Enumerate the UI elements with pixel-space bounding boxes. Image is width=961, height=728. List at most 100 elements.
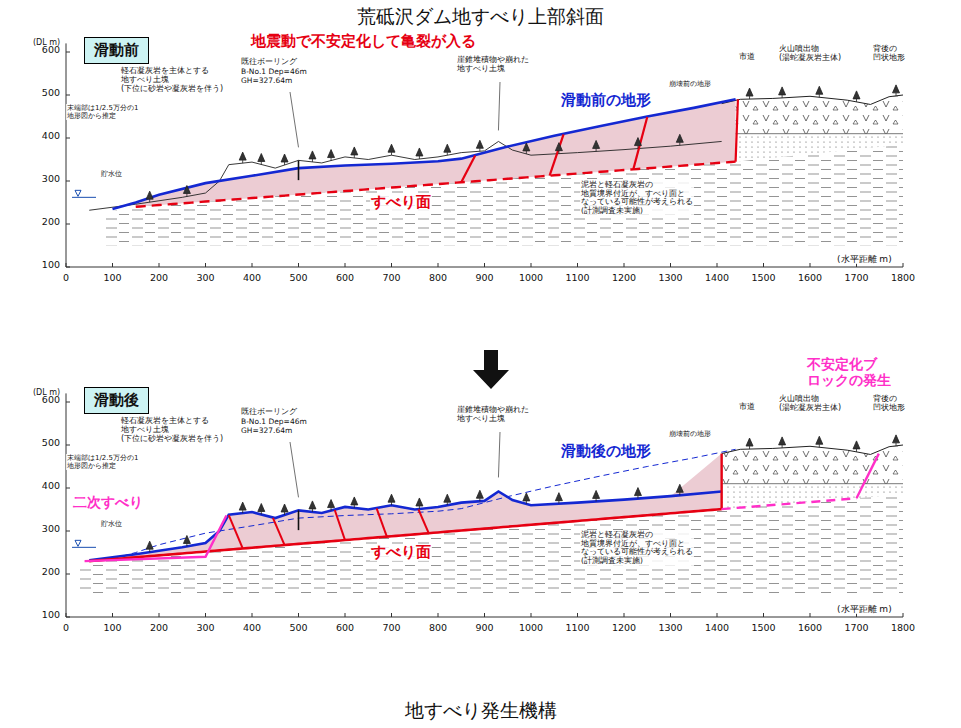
tree [281,154,288,165]
callout-text: 地震動で不安定化して亀裂が入る [250,33,477,50]
axis-number: 400 [41,131,61,142]
axis-number: 300 [41,524,61,535]
annotation: 貯水位 [100,520,123,528]
callout-text: すべり面 [370,194,432,211]
after-section [66,393,903,617]
tree [893,85,900,96]
tree [309,151,316,162]
annotation: (水平距離 m) [836,604,893,614]
slip-surface [136,162,736,207]
annotation: 市道 [738,402,756,411]
tree [523,493,530,504]
tree [593,490,600,501]
text-line: 崖錐堆積物や崩れた [457,405,529,414]
text-line: 背後の [873,44,905,53]
secondary-slide [85,516,227,562]
axis-number: 900 [474,273,494,284]
axis-number: 600 [335,273,355,284]
text-line: なっている可能性が考えられる [581,198,693,207]
tick [298,613,299,617]
text-line: 背後の [873,394,905,403]
crack [550,134,564,175]
tree [351,497,358,508]
text-line: (湯蛇凝灰岩主体) [779,403,841,412]
text-line: 崖錐堆積物や崩れた [457,55,529,64]
axis-number: 1200 [611,273,637,284]
tick [624,613,625,617]
annotation: B-No.1 Dep=46m GH=327.64m [240,418,308,435]
tick [298,263,299,267]
axis-number: 700 [381,623,401,634]
tick [66,531,70,532]
tick [66,445,70,446]
annotation: 既往ボーリング [240,57,298,66]
axis-number: 1000 [518,623,544,634]
tree [555,493,562,504]
caption: 地すべり発生機構 [0,698,961,724]
unstable-block-base [722,498,857,509]
axis-number: 900 [474,623,494,634]
leader-line [290,442,299,497]
annotation: 軽石凝灰岩を主体とする 地すべり土塊 (下位に砂岩や凝灰岩を伴う) [120,66,224,94]
unstable-block-crack [857,454,879,499]
water-level [72,547,96,548]
panel-tag-text: 滑動後 [94,391,139,410]
text-line: 不安定化ブ [807,356,891,372]
text-line: 地形図から推定 [67,112,138,120]
panel-tag: 滑動前 [84,37,149,64]
tree [555,143,562,154]
tree [444,494,451,505]
axis-number: 1000 [518,273,544,284]
block-boundary [335,510,345,540]
axis-number: 400 [242,273,262,284]
tree [183,535,190,546]
axis-number: 200 [149,273,169,284]
annotation: 市道 [738,52,756,61]
text-line: 泥岩と軽石凝灰岩の [581,531,693,540]
tick [903,263,904,267]
slip-surface [89,509,721,561]
tick [112,263,113,267]
text-line: 軽石凝灰岩を主体とする [121,66,223,75]
text-line: 地形図から推定 [67,462,138,470]
tick [391,613,392,617]
tree [523,143,530,154]
annotation: 崖錐堆積物や崩れた 地すべり土塊 [456,55,530,73]
text-line: 火山噴出物 [779,44,841,53]
tick [66,267,70,268]
text-line: 火山噴出物 [779,394,841,403]
text-line: 末端部は1/2.5万分の1 [67,454,138,462]
axis-number: 600 [335,623,355,634]
tree [281,504,288,515]
axis-number: 1300 [657,623,683,634]
tick [66,488,70,489]
axis-number: 500 [41,88,61,99]
axis-number: 500 [288,623,308,634]
text-line: 凹状地形 [873,403,905,412]
tree [416,148,423,159]
tree [183,185,190,196]
tree [634,488,641,499]
axis [66,393,67,617]
panel-tag: 滑動後 [84,387,149,414]
axis-number: 300 [41,174,61,185]
axis [66,43,67,267]
tree [444,144,451,155]
axis-number: 1800 [890,273,916,284]
annotation: 火山噴出物 (湯蛇凝灰岩主体) [778,44,842,62]
text-line: (湯蛇凝灰岩主体) [779,53,841,62]
text-line: 地質境界付近が、すべり面と [581,190,693,199]
text-line: (計測調査未実施) [581,557,693,566]
leader-line [498,432,500,477]
tick [484,263,485,267]
callout-text: 滑動後の地形 [560,443,652,460]
tick [205,613,206,617]
tree [853,91,860,102]
tick [66,52,70,53]
text-line: 地すべり土塊 [457,64,529,73]
annotation: 末端部は1/2.5万分の1 地形図から推定 [66,104,139,120]
block-boundary [229,515,243,548]
tick [810,613,811,617]
tick [484,613,485,617]
